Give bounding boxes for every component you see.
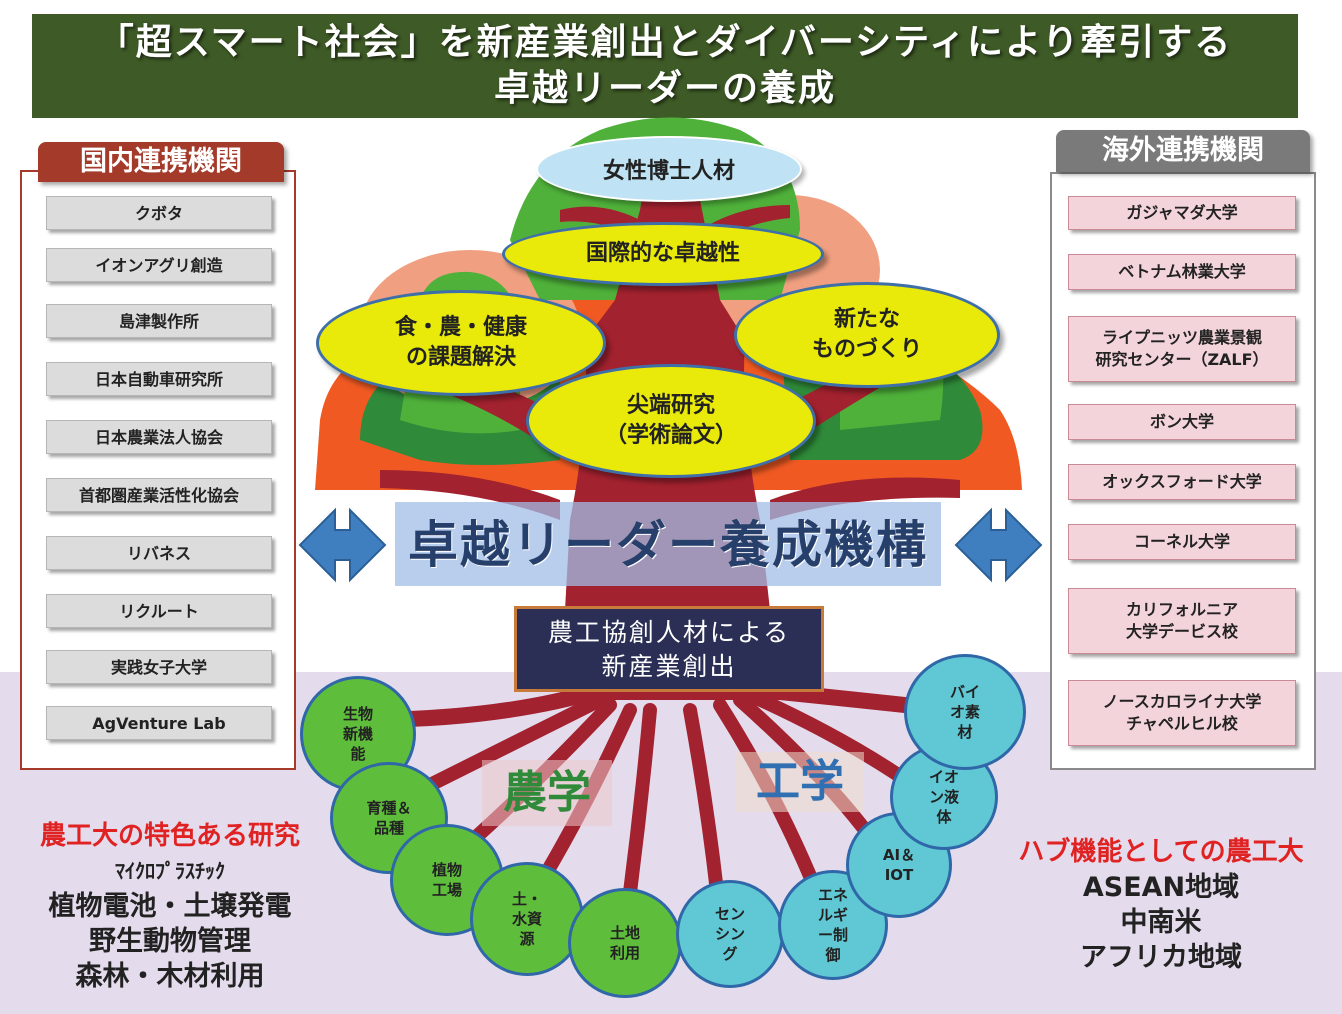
food-bubble-line-1: 食・農・健康 <box>394 315 527 340</box>
root-label: 水資 <box>511 910 542 928</box>
leader-program-organization: 卓越リーダー養成機構 <box>395 502 941 586</box>
root-label: 能 <box>350 745 366 763</box>
root-label: IOT <box>884 866 914 884</box>
research-bubble-line-2: （学術論文） <box>604 423 737 448</box>
mono-bubble-line-2: ものづくり <box>811 337 922 362</box>
root-label: AI＆ <box>882 846 916 864</box>
title-line-1: 「超スマート社会」を新産業創出とダイバーシティにより牽引する <box>97 22 1233 63</box>
root-label: 土地 <box>609 924 640 942</box>
food-agri-health-bubble: 食・農・健康の課題解決 <box>316 290 606 396</box>
research-item: ﾏｲｸﾛﾌﾟﾗｽﾁｯｸ <box>115 859 225 883</box>
overseas-partner-label: ノースカロライナ大学 <box>1102 692 1262 711</box>
left-double-arrow <box>298 507 387 583</box>
root-label: シン <box>714 925 745 943</box>
root-label: 品種 <box>373 819 404 837</box>
overseas-partner-label: ベトナム林業大学 <box>1118 262 1246 281</box>
female-doctorate-bubble: 女性博士人材 <box>536 136 802 202</box>
root-label: 御 <box>825 946 841 964</box>
root-circle-eng: センシング <box>676 880 784 988</box>
root-circle-agri: 土地利用 <box>568 888 682 998</box>
overseas-partner-label: ガジャマダ大学 <box>1126 203 1238 222</box>
overseas-partner-item: オックスフォード大学 <box>1068 464 1296 500</box>
international-excellence-label: 国際的な卓越性 <box>585 241 740 266</box>
overseas-partner-item: カリフォルニア大学デービス校 <box>1068 588 1296 654</box>
hub-function-heading: ハブ機能としての農工大 <box>1018 837 1304 867</box>
domestic-partner-item: AgVenture Lab <box>46 706 272 740</box>
overseas-partner-label-2: 研究センター（ZALF） <box>1095 350 1269 369</box>
root-circle-eng: エネルギー制御 <box>778 870 888 980</box>
domestic-partner-item: 日本農業法人協会 <box>46 420 272 454</box>
root-label: 工場 <box>431 881 462 899</box>
title-line-2: 卓越リーダーの養成 <box>493 68 836 109</box>
root-label: 体 <box>936 808 952 826</box>
engineering-label: 工学 <box>736 752 864 812</box>
overseas-partners-title: 海外連携機関 <box>1056 130 1310 172</box>
root-label: ー制 <box>817 926 848 944</box>
region-item: ASEAN地域 <box>1082 872 1240 903</box>
research-item: 野生動物管理 <box>89 926 251 957</box>
domestic-partner-item: リクルート <box>46 594 272 628</box>
overseas-partner-label: オックスフォード大学 <box>1102 472 1262 491</box>
overseas-partner-label: ボン大学 <box>1149 412 1214 431</box>
root-label: 育種＆ <box>366 799 412 817</box>
overseas-partner-item: ボン大学 <box>1068 404 1296 440</box>
root-label: 源 <box>519 930 535 948</box>
right-double-arrow <box>954 507 1043 583</box>
cutting-edge-research-bubble: 尖端研究 （学術論文） <box>526 364 816 478</box>
new-industry-creation-box: 農工協創人材による 新産業創出 <box>514 606 824 692</box>
agriculture-label: 農学 <box>482 760 612 826</box>
region-item: 中南米 <box>1120 907 1202 938</box>
monozukuri-bubble: 新たなものづくり <box>734 282 1000 388</box>
root-label: グ <box>722 945 738 963</box>
overseas-partner-label-2: 大学デービス校 <box>1125 622 1238 641</box>
title-banner: 「超スマート社会」を新産業創出とダイバーシティにより牽引する 卓越リーダーの養成 <box>32 14 1298 118</box>
root-label: イオ <box>928 768 959 786</box>
food-bubble-line-2: の課題解決 <box>405 345 516 370</box>
root-circle-agri: 土・水資源 <box>470 862 584 976</box>
overseas-partner-item: ベトナム林業大学 <box>1068 254 1296 290</box>
root-label: ン液 <box>928 788 959 806</box>
root-label: 生物 <box>342 705 373 723</box>
overseas-partner-label: カリフォルニア <box>1125 600 1238 619</box>
domestic-partner-item: リバネス <box>46 536 272 570</box>
overseas-partner-label: コーネル大学 <box>1133 532 1230 551</box>
overseas-partner-item: ノースカロライナ大学チャペルヒル校 <box>1068 680 1296 746</box>
root-label: バイ <box>949 683 980 701</box>
domestic-partner-item: 首都圏産業活性化協会 <box>46 478 272 512</box>
domestic-partner-item: クボタ <box>46 196 272 230</box>
mono-bubble-line-1: 新たな <box>833 307 900 332</box>
research-item: 森林・木材利用 <box>75 961 265 992</box>
research-bubble-line-1: 尖端研究 <box>626 393 715 418</box>
root-label: セン <box>714 905 745 923</box>
distinctive-research-block: 農工大の特色ある研究 ﾏｲｸﾛﾌﾟﾗｽﾁｯｸ 植物電池・土壌発電 野生動物管理 … <box>20 818 320 994</box>
trunk-box-line-2: 新産業創出 <box>601 652 737 681</box>
hub-function-block: ハブ機能としての農工大 ASEAN地域 中南米 アフリカ地域 <box>996 834 1326 975</box>
root-label: 植物 <box>431 861 462 879</box>
distinctive-research-heading: 農工大の特色ある研究 <box>39 821 300 851</box>
root-label: オ素 <box>949 703 980 721</box>
root-label: 利用 <box>609 944 640 962</box>
overseas-partner-item: ライプニッツ農業景観研究センター（ZALF） <box>1068 316 1296 382</box>
research-item: 植物電池・土壌発電 <box>48 891 292 922</box>
domestic-partner-item: イオンアグリ創造 <box>46 248 272 282</box>
root-label: 土・ <box>511 890 542 908</box>
root-label: エネ <box>817 886 848 904</box>
root-label: 材 <box>957 723 973 741</box>
international-excellence-bubble: 国際的な卓越性 <box>502 222 824 286</box>
domestic-partner-item: 島津製作所 <box>46 304 272 338</box>
trunk-box-line-1: 農工協創人材による <box>547 618 791 647</box>
region-item: アフリカ地域 <box>1080 942 1242 973</box>
domestic-partners-title: 国内連携機関 <box>38 142 284 182</box>
overseas-partner-item: コーネル大学 <box>1068 524 1296 560</box>
overseas-partner-label-2: チャペルヒル校 <box>1126 714 1238 733</box>
female-doctorate-label: 女性博士人材 <box>602 159 735 184</box>
overseas-partner-item: ガジャマダ大学 <box>1068 196 1296 230</box>
overseas-partner-label: ライプニッツ農業景観 <box>1101 328 1262 347</box>
root-circle-eng: バイオ素材 <box>904 654 1026 770</box>
domestic-partner-item: 日本自動車研究所 <box>46 362 272 396</box>
domestic-partner-item: 実践女子大学 <box>46 650 272 684</box>
root-label: ルギ <box>817 906 848 924</box>
root-label: 新機 <box>342 725 373 743</box>
